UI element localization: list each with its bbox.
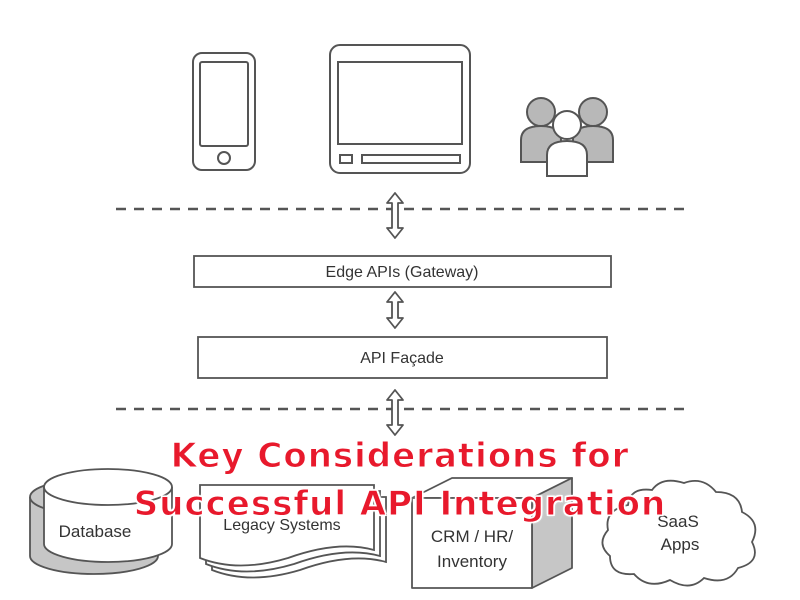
database-cylinder-icon <box>29 468 173 575</box>
headline-line-2: Successful API Integration <box>133 484 667 525</box>
saas-label-line2: Apps <box>661 535 700 554</box>
crm-hr-inventory-box-icon <box>411 477 573 589</box>
edge-apis-gateway-box <box>193 255 612 288</box>
saas-cloud-icon <box>601 479 757 587</box>
saas-label-line1: SaaS <box>657 512 699 531</box>
crm-hr-label-line1: CRM / HR/ <box>431 527 513 546</box>
edge-apis-gateway-label: Edge APIs (Gateway) <box>326 264 479 281</box>
gateway-facade-arrow <box>386 291 404 329</box>
headline-line-1: Key Considerations for <box>170 436 630 477</box>
api-facade-box <box>197 336 608 379</box>
desktop-monitor-icon <box>329 44 471 174</box>
database-label: Database <box>59 522 132 541</box>
user-group-icon <box>520 97 614 177</box>
legacy-systems-documents-icon <box>199 484 387 579</box>
api-facade-label: API Façade <box>360 350 444 367</box>
crm-hr-label-line2: Inventory <box>437 552 507 571</box>
mobile-phone-icon <box>192 52 256 171</box>
legacy-systems-label: Legacy Systems <box>223 517 340 534</box>
facade-backend-arrow <box>386 389 404 436</box>
client-gateway-arrow <box>386 192 404 239</box>
